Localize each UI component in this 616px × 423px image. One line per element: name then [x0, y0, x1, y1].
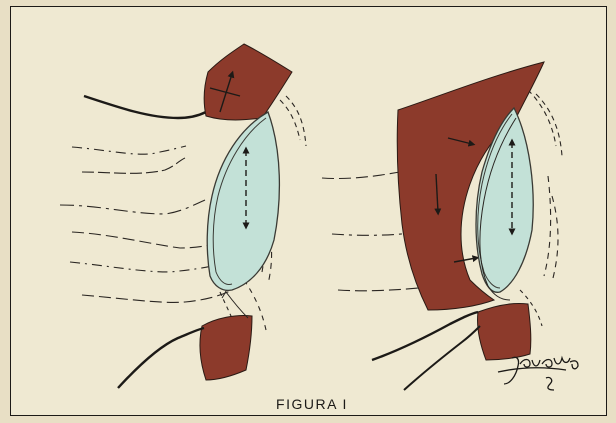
- left-lower-muscle: [200, 315, 252, 380]
- artist-signature: [498, 357, 578, 390]
- right-lower-fascia-2: [404, 326, 480, 390]
- left-upper-muscle: [204, 44, 292, 120]
- figure-caption: FIGURA I: [4, 396, 616, 412]
- right-panel: [322, 62, 562, 390]
- left-lower-connector: [226, 292, 248, 318]
- left-lower-fascia: [118, 328, 204, 388]
- left-implant: [207, 112, 279, 290]
- right-lower-fascia: [372, 312, 478, 360]
- right-lower-muscle: [477, 303, 530, 360]
- left-panel: [60, 44, 306, 388]
- left-fascia-line: [84, 96, 206, 118]
